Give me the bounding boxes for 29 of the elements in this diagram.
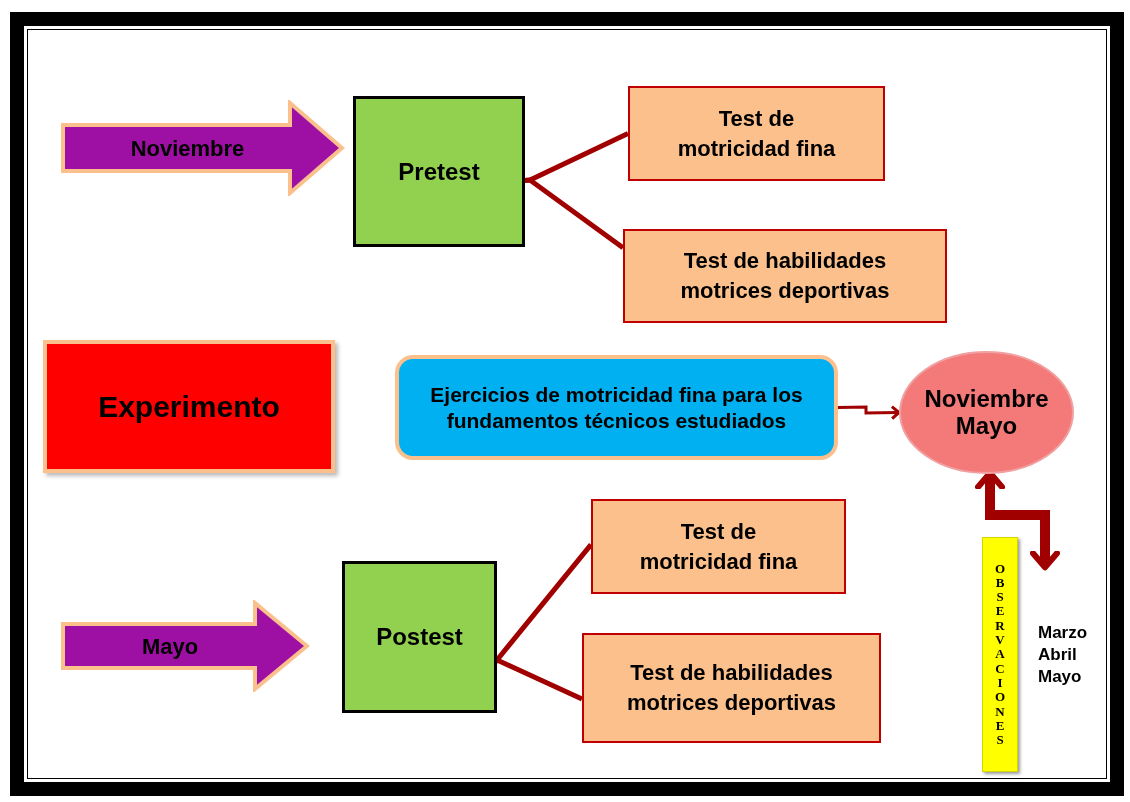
test-box [628, 86, 885, 181]
experiment-box [43, 340, 335, 473]
month-label: Mayo [1038, 666, 1083, 689]
node-label: Noviembre [130, 134, 245, 163]
period-ellipse [898, 350, 1075, 475]
node-label: Mayo [141, 632, 199, 661]
activity-box [395, 355, 838, 460]
arrow [837, 405, 901, 421]
process-box [353, 96, 525, 247]
node-label: Experimento [98, 389, 280, 425]
month-label: Marzo [1038, 622, 1088, 644]
block-arrow [60, 100, 345, 196]
month-label: Abril [1038, 644, 1078, 667]
test-box [623, 229, 947, 323]
process-box [342, 561, 497, 713]
node-label: Noviembre Mayo [923, 386, 1050, 439]
test-box [582, 633, 881, 743]
vertical-banner [982, 537, 1018, 772]
test-box [591, 499, 846, 594]
vertical-label: OBSERVACIONES [993, 561, 1007, 748]
node-label: Test de motricidad fina [676, 104, 837, 163]
node-label: Pretest [398, 156, 480, 187]
node-label: Test de habilidades motrices deportivas [625, 659, 838, 717]
node-label: Postest [376, 622, 463, 652]
node-label: Ejercicios de motricidad fina para los fundamentos técnicos estudiados [429, 382, 804, 433]
connector-line [524, 177, 625, 250]
node-label: Test de motricidad fina [638, 517, 799, 576]
node-label: Test de habilidades motrices deportivas [679, 247, 891, 305]
block-arrow [60, 600, 310, 692]
